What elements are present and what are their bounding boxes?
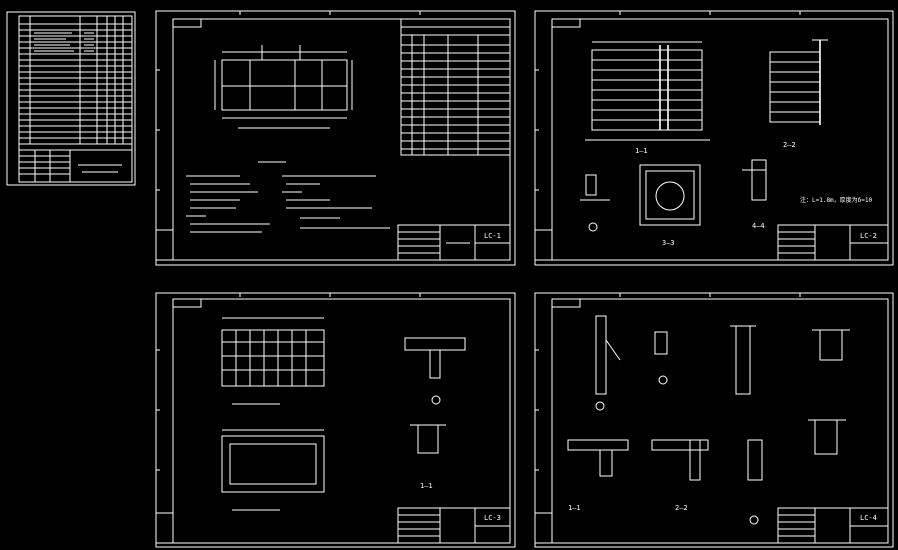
- sheet-2-code: LC-2: [860, 232, 877, 240]
- sheet-3-section-label: 1—1: [420, 482, 433, 490]
- sheet-2-note: 注：L=1.8m，厚度为δ=10: [800, 196, 873, 204]
- drawing-sheet-2: 2—2 1—1 3—3 4—4 注：L=1.8m，厚度为δ=10 LC-2: [534, 10, 894, 266]
- sheet-4-section-label-2: 2—2: [675, 504, 688, 512]
- sheet-4-code: LC-4: [860, 514, 877, 522]
- section-label-2-2: 2—2: [783, 141, 796, 149]
- drawing-sheet-4: 1—1 2—2 LC-4: [534, 292, 894, 548]
- section-label-1-1: 1—1: [635, 147, 648, 155]
- sheet-1-code: LC-1: [484, 232, 501, 240]
- section-label-3-3: 3—3: [662, 239, 675, 247]
- sheet-4-section-label-1: 1—1: [568, 504, 581, 512]
- section-label-4-4: 4—4: [752, 222, 765, 230]
- drawing-sheet-1: LC-1: [155, 10, 516, 266]
- drawing-index-sheet: [6, 11, 136, 186]
- drawing-sheet-3: 1—1 LC-3: [155, 292, 516, 548]
- sheet-3-code: LC-3: [484, 514, 501, 522]
